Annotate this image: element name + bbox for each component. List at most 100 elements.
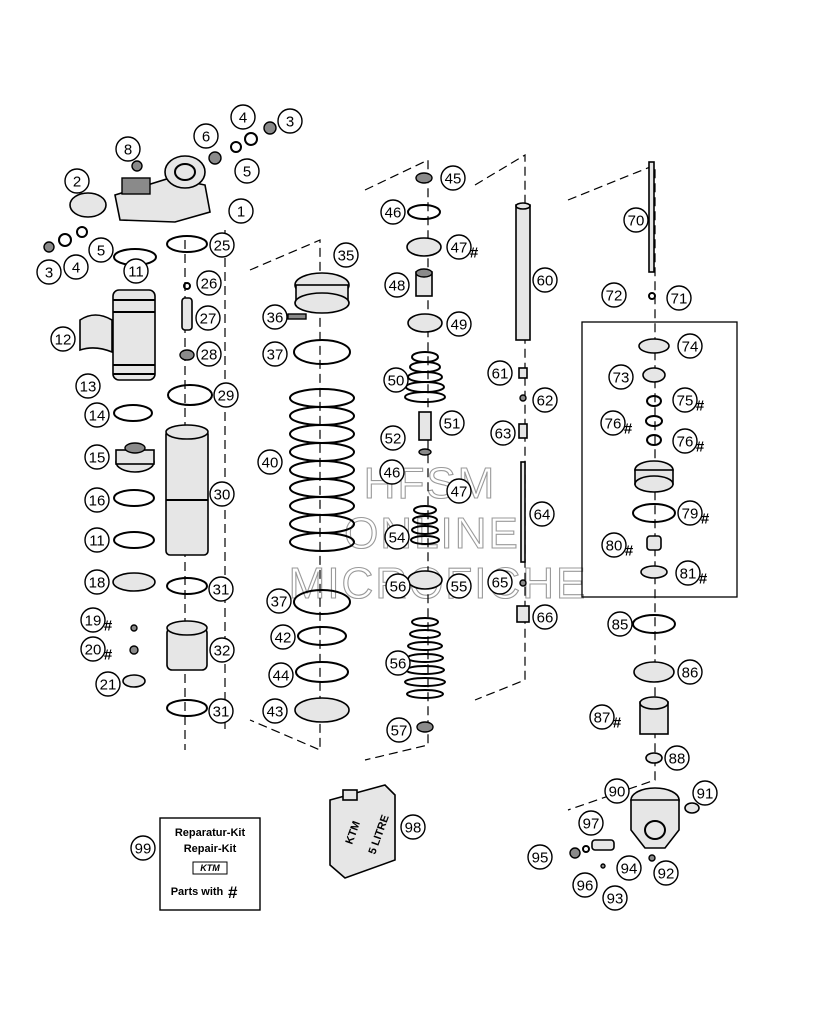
callout-number: 20	[85, 642, 102, 659]
callout-circle	[130, 835, 156, 861]
callout-number: 87	[594, 710, 611, 727]
callout-number: 42	[275, 630, 292, 647]
callout-31: 31	[208, 576, 234, 602]
callout-number: 86	[682, 665, 699, 682]
callout-number: 91	[697, 786, 714, 803]
adjuster-subassembly-box	[581, 321, 738, 598]
callout-circle	[664, 745, 690, 771]
callout-circle	[268, 662, 294, 688]
callout-number: 18	[89, 575, 106, 592]
callout-37: 37	[266, 588, 292, 614]
callout-37: 37	[262, 341, 288, 367]
callout-number: 51	[444, 416, 461, 433]
callout-number: 61	[492, 366, 509, 383]
callout-4: 4	[63, 254, 89, 280]
callout-number: 3	[286, 114, 294, 131]
callout-72: 72	[601, 282, 627, 308]
callout-circle	[601, 532, 627, 558]
callout-number: 88	[669, 751, 686, 768]
lower-adjuster-housing	[639, 696, 669, 735]
callout-13: 13	[75, 373, 101, 399]
callout-98: 98	[400, 814, 426, 840]
callout-15: 15	[84, 444, 110, 470]
callout-40: 40	[257, 449, 283, 475]
callout-circle	[84, 444, 110, 470]
callout-circle	[266, 588, 292, 614]
callout-number: 64	[534, 507, 551, 524]
callout-circle	[384, 524, 410, 550]
callout-number: 36	[267, 310, 284, 327]
callout-88: 88	[664, 745, 690, 771]
upper-eye-housing	[69, 155, 211, 223]
callout-hash: #	[696, 398, 705, 415]
callout-60: 60	[532, 267, 558, 293]
kit-line-1: Reparatur-Kit	[175, 827, 246, 839]
callout-76: 76#	[672, 428, 705, 456]
callout-92: 92	[653, 860, 679, 886]
callout-circle	[95, 671, 121, 697]
callout-number: 46	[384, 465, 401, 482]
callout-circle	[75, 373, 101, 399]
repair-kit-card: Reparatur-Kit Repair-Kit KTM Parts with …	[159, 817, 261, 911]
callout-circle	[532, 267, 558, 293]
callout-circle	[600, 410, 626, 436]
callout-21: 21	[95, 671, 121, 697]
callout-number: 74	[682, 339, 699, 356]
parts	[43, 121, 738, 869]
callout-number: 11	[89, 533, 105, 550]
callout-circle	[672, 387, 698, 413]
callout-number: 73	[613, 370, 630, 387]
callout-hash: #	[696, 439, 705, 456]
callout-14: 14	[84, 402, 110, 428]
callout-6: 6	[193, 123, 219, 149]
callout-number: 75	[677, 393, 694, 410]
callout-number: 81	[680, 566, 697, 583]
callout-number: 54	[389, 530, 406, 547]
callout-43: 43	[262, 698, 288, 724]
callout-circle	[115, 136, 141, 162]
spring	[289, 388, 355, 552]
callout-20: 20#	[80, 636, 113, 664]
callout-50: 50	[383, 367, 409, 393]
callout-number: 95	[532, 850, 549, 867]
callout-circle	[675, 560, 701, 586]
callout-number: 96	[577, 878, 594, 895]
callout-circle	[677, 333, 703, 359]
callout-circle	[446, 478, 472, 504]
callout-99: 99	[130, 835, 156, 861]
callout-circle	[440, 165, 466, 191]
callout-circle	[277, 108, 303, 134]
callout-circle	[262, 304, 288, 330]
callout-circle	[383, 367, 409, 393]
callout-circle	[490, 420, 516, 446]
callout-number: 21	[100, 677, 117, 694]
callout-hash: #	[624, 421, 633, 438]
callout-4: 4	[230, 104, 256, 130]
callout-circle	[384, 272, 410, 298]
callout-circle	[604, 778, 630, 804]
callout-47: 47#	[446, 234, 479, 262]
callout-hash: #	[470, 245, 479, 262]
callout-85: 85	[607, 611, 633, 637]
callout-circle	[487, 360, 513, 386]
callout-number: 12	[55, 332, 72, 349]
callout-circle	[439, 410, 465, 436]
callout-circle	[666, 285, 692, 311]
callout-number: 8	[124, 142, 132, 159]
callout-97: 97	[578, 810, 604, 836]
callout-61: 61	[487, 360, 513, 386]
callout-8: 8	[115, 136, 141, 162]
callout-number: 44	[273, 668, 290, 685]
callout-circle	[602, 885, 628, 911]
callout-circle	[677, 659, 703, 685]
callout-number: 57	[391, 723, 408, 740]
callout-number: 27	[200, 311, 217, 328]
kit-line-2: Repair-Kit	[184, 843, 237, 855]
callout-circle	[208, 698, 234, 724]
callout-number: 72	[606, 288, 623, 305]
callout-74: 74	[677, 333, 703, 359]
callout-hash: #	[613, 715, 622, 732]
callout-circle	[84, 487, 110, 513]
callout-number: 4	[239, 110, 247, 127]
callout-51: 51	[439, 410, 465, 436]
